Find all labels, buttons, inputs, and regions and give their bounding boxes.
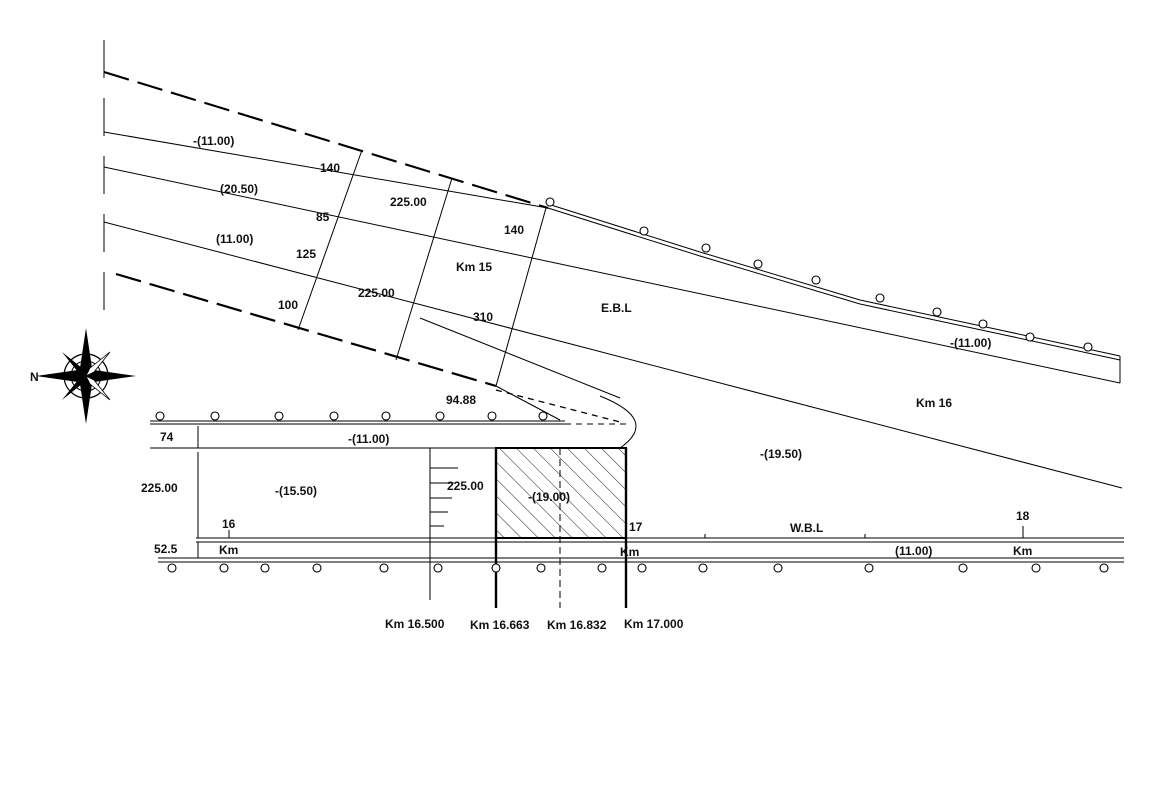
compass-rose xyxy=(36,328,136,424)
dim-22500-left-label: 225.00 xyxy=(141,481,178,495)
km-16-upper-label: Km 16 xyxy=(916,396,952,410)
depth-1100-label-a: (11.00) xyxy=(216,232,253,246)
upper-dashed-boundary xyxy=(103,70,549,210)
km-label-b: Km xyxy=(620,545,639,559)
channel-line-1 xyxy=(103,131,549,209)
km-label-a: Km xyxy=(219,543,238,557)
km-tick-16-label: 16 xyxy=(222,517,236,531)
depth-basin-top-label: -(11.00) xyxy=(348,432,389,446)
ebl-label: E.B.L xyxy=(601,301,632,315)
transverse-line-1 xyxy=(297,149,363,331)
dim-22500-label-a: 225.00 xyxy=(390,195,427,209)
compass-north-label: N xyxy=(30,370,39,384)
depth-right-label: -(11.00) xyxy=(950,336,991,350)
km-15-label: Km 15 xyxy=(456,260,492,274)
km-17000-label: Km 17.000 xyxy=(624,617,684,631)
dim-310-label: 310 xyxy=(473,310,493,324)
km-label-c: Km xyxy=(1013,544,1032,558)
km-16832-label: Km 16.832 xyxy=(547,618,607,632)
east-breakwater-inner xyxy=(547,207,1121,361)
depth-1950-label: -(19.50) xyxy=(760,447,802,461)
depth-top-label: -(11.00) xyxy=(193,134,234,148)
basin-approach-line xyxy=(495,385,561,421)
basin-approach-dashed xyxy=(495,389,621,423)
channel-line-2 xyxy=(103,166,1121,384)
dim-9488-label: 94.88 xyxy=(446,393,476,407)
basin-curve xyxy=(599,395,637,449)
dim-525-label: 52.5 xyxy=(154,542,178,556)
depth-2050-label: (20.50) xyxy=(220,182,258,196)
dim-22500-label-b: 225.00 xyxy=(358,286,395,300)
dim-100-label: 100 xyxy=(278,298,298,312)
dim-22500-mid-label: 225.00 xyxy=(447,479,484,493)
channel-line-4 xyxy=(419,317,621,399)
transverse-line-2 xyxy=(395,177,453,361)
depth-1100-bottom-label: (11.00) xyxy=(895,544,932,558)
km-16500-label: Km 16.500 xyxy=(385,617,445,631)
km-tick-17-label: 17 xyxy=(629,520,643,534)
dim-140-label-b: 140 xyxy=(504,223,524,237)
buoys xyxy=(155,197,1109,573)
dim-85-label: 85 xyxy=(316,210,330,224)
dim-74-label: 74 xyxy=(160,430,174,444)
km-16663-label: Km 16.663 xyxy=(470,618,530,632)
dim-125-label: 125 xyxy=(296,247,316,261)
basin-ticks xyxy=(430,467,458,527)
deep-basin-hatched xyxy=(495,447,627,539)
dim-140-label-a: 140 xyxy=(320,161,340,175)
east-breakwater-outer xyxy=(547,203,1121,357)
km-tick-18-label: 18 xyxy=(1016,509,1030,523)
channel-line-3 xyxy=(103,221,1123,489)
transverse-line-3 xyxy=(495,207,547,387)
depth-1550-label: -(15.50) xyxy=(275,484,317,498)
lower-dashed-boundary xyxy=(115,272,497,388)
depth-1900-label: -(19.00) xyxy=(528,490,570,504)
wbl-label: W.B.L xyxy=(790,521,823,535)
